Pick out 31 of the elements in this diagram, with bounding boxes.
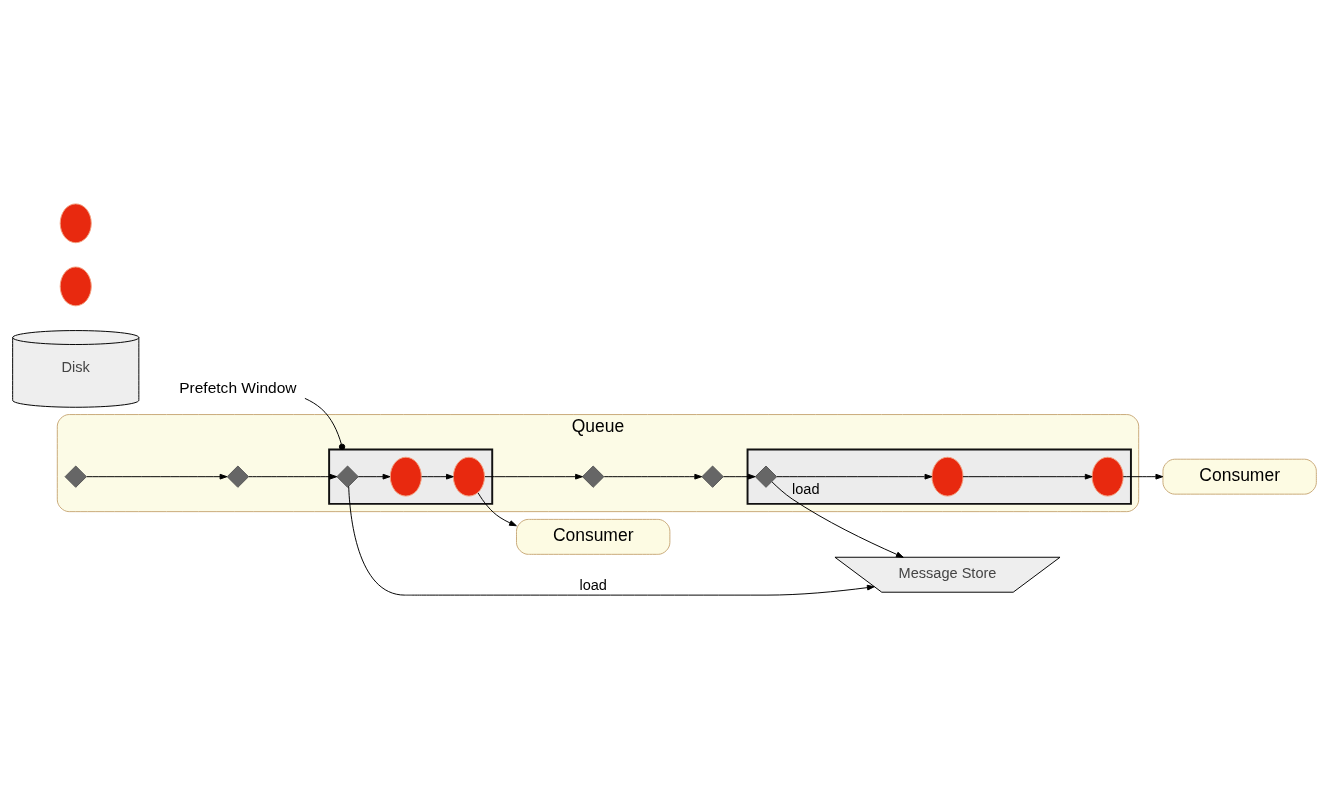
arrow: [86, 473, 228, 480]
arrow: [421, 473, 454, 480]
arrow: [348, 485, 875, 596]
node-diamond: [64, 465, 87, 488]
arrow: [771, 480, 904, 558]
arrow: [603, 473, 703, 480]
node-circle: [931, 456, 964, 497]
arrow: [723, 473, 756, 480]
arrow: [776, 473, 933, 480]
node-diamond: [701, 465, 724, 488]
arrow: [248, 473, 338, 480]
edge-label: load: [579, 576, 607, 593]
node-diamond: [754, 465, 778, 488]
edge-label: load: [792, 480, 820, 497]
arrow: [477, 491, 517, 526]
node-text: Prefetch Window: [179, 378, 297, 396]
connector: [304, 397, 346, 450]
arrow: [1122, 473, 1164, 480]
arrow: [357, 473, 391, 480]
node-circle: [452, 456, 485, 497]
node-circle: [59, 266, 92, 306]
node-circle: [1091, 456, 1124, 497]
node-diamond: [336, 465, 359, 488]
node-diamond: [226, 465, 250, 488]
node-diamond: [582, 465, 605, 488]
node-box: Consumer: [516, 518, 671, 555]
arrow: [484, 473, 583, 480]
node-circle: [59, 202, 92, 243]
arrow: [962, 473, 1093, 480]
node-box: Consumer: [1162, 458, 1317, 495]
node-circle: [389, 456, 422, 497]
